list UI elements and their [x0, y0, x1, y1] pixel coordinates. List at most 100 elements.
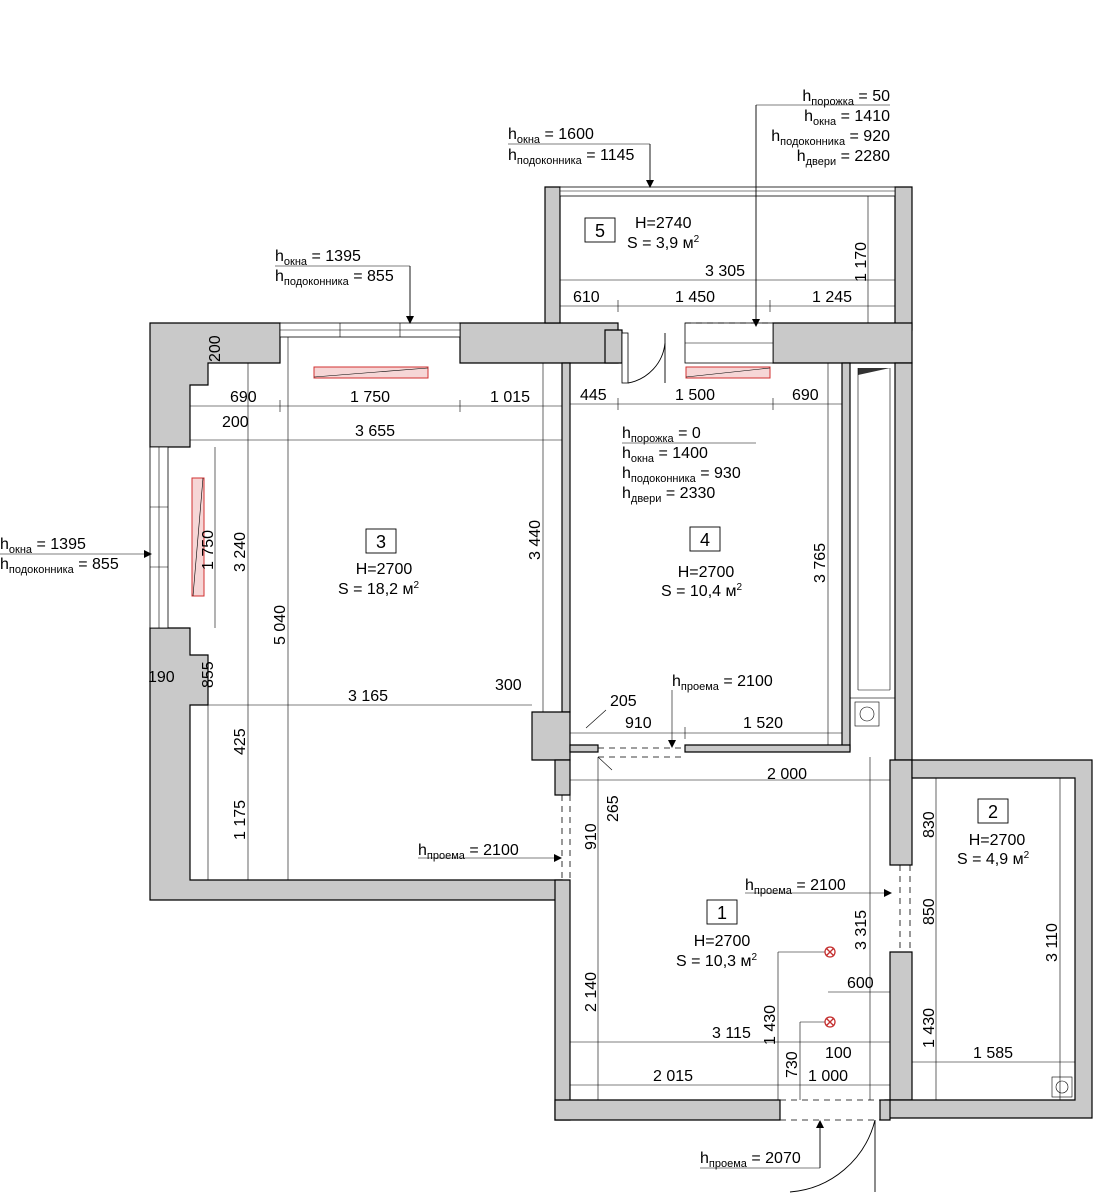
door-swing — [621, 332, 666, 384]
svg-text:hпорожка = 50: hпорожка = 50 — [802, 88, 890, 108]
room-number: 3 — [376, 532, 386, 552]
svg-text:hпорожка = 0: hпорожка = 0 — [622, 425, 701, 445]
room-area: S = 3,9 м2 — [627, 234, 700, 252]
room-height: H=2700 — [356, 561, 413, 578]
wall-segment — [879, 1099, 891, 1121]
svg-text:hподоконника = 1145: hподоконника = 1145 — [508, 147, 635, 167]
room-label-4: 4 H=2700 S = 10,4 м2 — [661, 526, 743, 600]
sockets — [824, 946, 836, 1028]
room-height: H=2700 — [969, 832, 1026, 849]
room-height: H=2700 — [694, 933, 751, 950]
dim-label: 3 165 — [348, 688, 388, 705]
balcony-window — [559, 186, 896, 197]
room-number: 1 — [717, 903, 727, 923]
windows — [149, 186, 896, 629]
room-area: S = 18,2 м2 — [338, 580, 420, 598]
dim-label: 1 750 — [350, 389, 390, 406]
dim-label: 205 — [610, 693, 637, 710]
room-label-1: 1 H=2700 S = 10,3 м2 — [676, 899, 758, 970]
dim-label: 200 — [207, 335, 224, 362]
dim-label: 5 040 — [272, 605, 289, 645]
svg-text:hпроема = 2100: hпроема = 2100 — [418, 842, 519, 862]
svg-text:hокна = 1400: hокна = 1400 — [622, 445, 708, 465]
dim-label: 690 — [792, 387, 819, 404]
wall-segment — [894, 362, 913, 761]
room-height: H=2700 — [678, 564, 735, 581]
dim-label: 910 — [625, 715, 652, 732]
wall-segment — [554, 1099, 781, 1121]
room-area: S = 10,3 м2 — [676, 952, 758, 970]
svg-text:hподоконника = 920: hподоконника = 920 — [771, 128, 890, 148]
wall-segment — [554, 759, 571, 796]
dim-label: 3 305 — [705, 263, 745, 280]
dim-label: 3 110 — [1044, 923, 1061, 962]
wall-segment — [604, 329, 623, 364]
room-area: S = 4,9 м2 — [957, 850, 1030, 868]
dim-label: 730 — [784, 1051, 801, 1078]
dim-label: 1 245 — [812, 289, 852, 306]
callout-opening-room3: hпроема = 2100 — [418, 842, 519, 862]
dim-label: 910 — [583, 823, 600, 850]
dim-label: 3 655 — [355, 423, 395, 440]
dim-label: 3 440 — [527, 520, 544, 560]
svg-text:hпроема = 2070: hпроема = 2070 — [700, 1150, 801, 1170]
dim-label: 1 585 — [973, 1045, 1013, 1062]
callout-top-right: hпорожка = 50 hокна = 1410 hподоконника … — [771, 88, 890, 168]
wall-segment — [554, 879, 571, 1121]
svg-text:hподоконника = 930: hподоконника = 930 — [622, 465, 741, 485]
svg-text:hокна = 1600: hокна = 1600 — [508, 126, 594, 146]
dim-label: 2 015 — [653, 1068, 693, 1085]
svg-text:hподоконника = 855: hподоконника = 855 — [0, 556, 119, 576]
room-label-5: 5 H=2740 S = 3,9 м2 — [584, 215, 700, 252]
callout-left-window: hокна = 1395 hподоконника = 855 — [0, 536, 119, 576]
socket-icon — [824, 1016, 836, 1028]
wall-segment — [459, 322, 619, 364]
room-area: S = 10,4 м2 — [661, 582, 743, 600]
dimension-labels: 3 305 1 170 610 1 450 1 245 200 690 1 75… — [148, 242, 1061, 1085]
svg-text:hпроема = 2100: hпроема = 2100 — [672, 673, 773, 693]
wall-segment — [544, 186, 561, 324]
callout-opening-room4: hпроема = 2100 — [672, 673, 773, 693]
callout-opening-entry: hпроема = 2070 — [700, 1150, 801, 1170]
dim-label: 830 — [921, 811, 938, 838]
room-label-3: 3 H=2700 S = 18,2 м2 — [338, 528, 420, 598]
dim-label: 3 315 — [853, 910, 870, 950]
dim-label: 1 430 — [762, 1005, 779, 1045]
shaft — [849, 362, 1073, 1098]
dim-label: 2 140 — [583, 972, 600, 1012]
wall-segment — [772, 322, 913, 364]
room-label-2: 2 H=2700 S = 4,9 м2 — [957, 798, 1030, 868]
wall-segment — [531, 711, 571, 761]
dim-label: 1 430 — [921, 1008, 938, 1048]
callout-leaders — [0, 104, 892, 1169]
openings — [561, 747, 911, 1193]
dim-label: 1 015 — [490, 389, 530, 406]
wall-segment — [841, 362, 851, 751]
svg-text:hокна = 1395: hокна = 1395 — [0, 536, 86, 556]
callout-top-window: hокна = 1600 hподоконника = 1145 — [508, 126, 635, 167]
svg-text:hдвери = 2330: hдвери = 2330 — [622, 485, 715, 505]
svg-text:hподоконника = 855: hподоконника = 855 — [275, 268, 394, 288]
wall-segment — [894, 186, 913, 331]
dim-label: 3 115 — [712, 1025, 751, 1042]
dim-label: 600 — [847, 975, 874, 992]
dim-label: 300 — [495, 677, 522, 694]
socket-icon — [824, 946, 836, 958]
dim-label: 100 — [825, 1045, 852, 1062]
wall-segment — [561, 362, 571, 713]
dim-label: 1 175 — [232, 800, 249, 840]
dim-label: 425 — [232, 728, 249, 755]
radiators — [191, 366, 771, 597]
dim-label: 190 — [148, 669, 175, 686]
walls — [149, 186, 1093, 1121]
callout-room3-window: hокна = 1395 hподоконника = 855 — [275, 248, 394, 288]
room-height: H=2740 — [635, 215, 692, 232]
wall-segment — [889, 759, 913, 866]
dim-label: 610 — [573, 289, 600, 306]
callout-room4-door: hпорожка = 0 hокна = 1400 hподоконника =… — [622, 425, 741, 505]
wall-segment — [889, 951, 913, 1101]
dim-label: 855 — [200, 661, 217, 688]
dim-label: 265 — [605, 795, 622, 822]
dim-label: 3 765 — [812, 543, 829, 583]
